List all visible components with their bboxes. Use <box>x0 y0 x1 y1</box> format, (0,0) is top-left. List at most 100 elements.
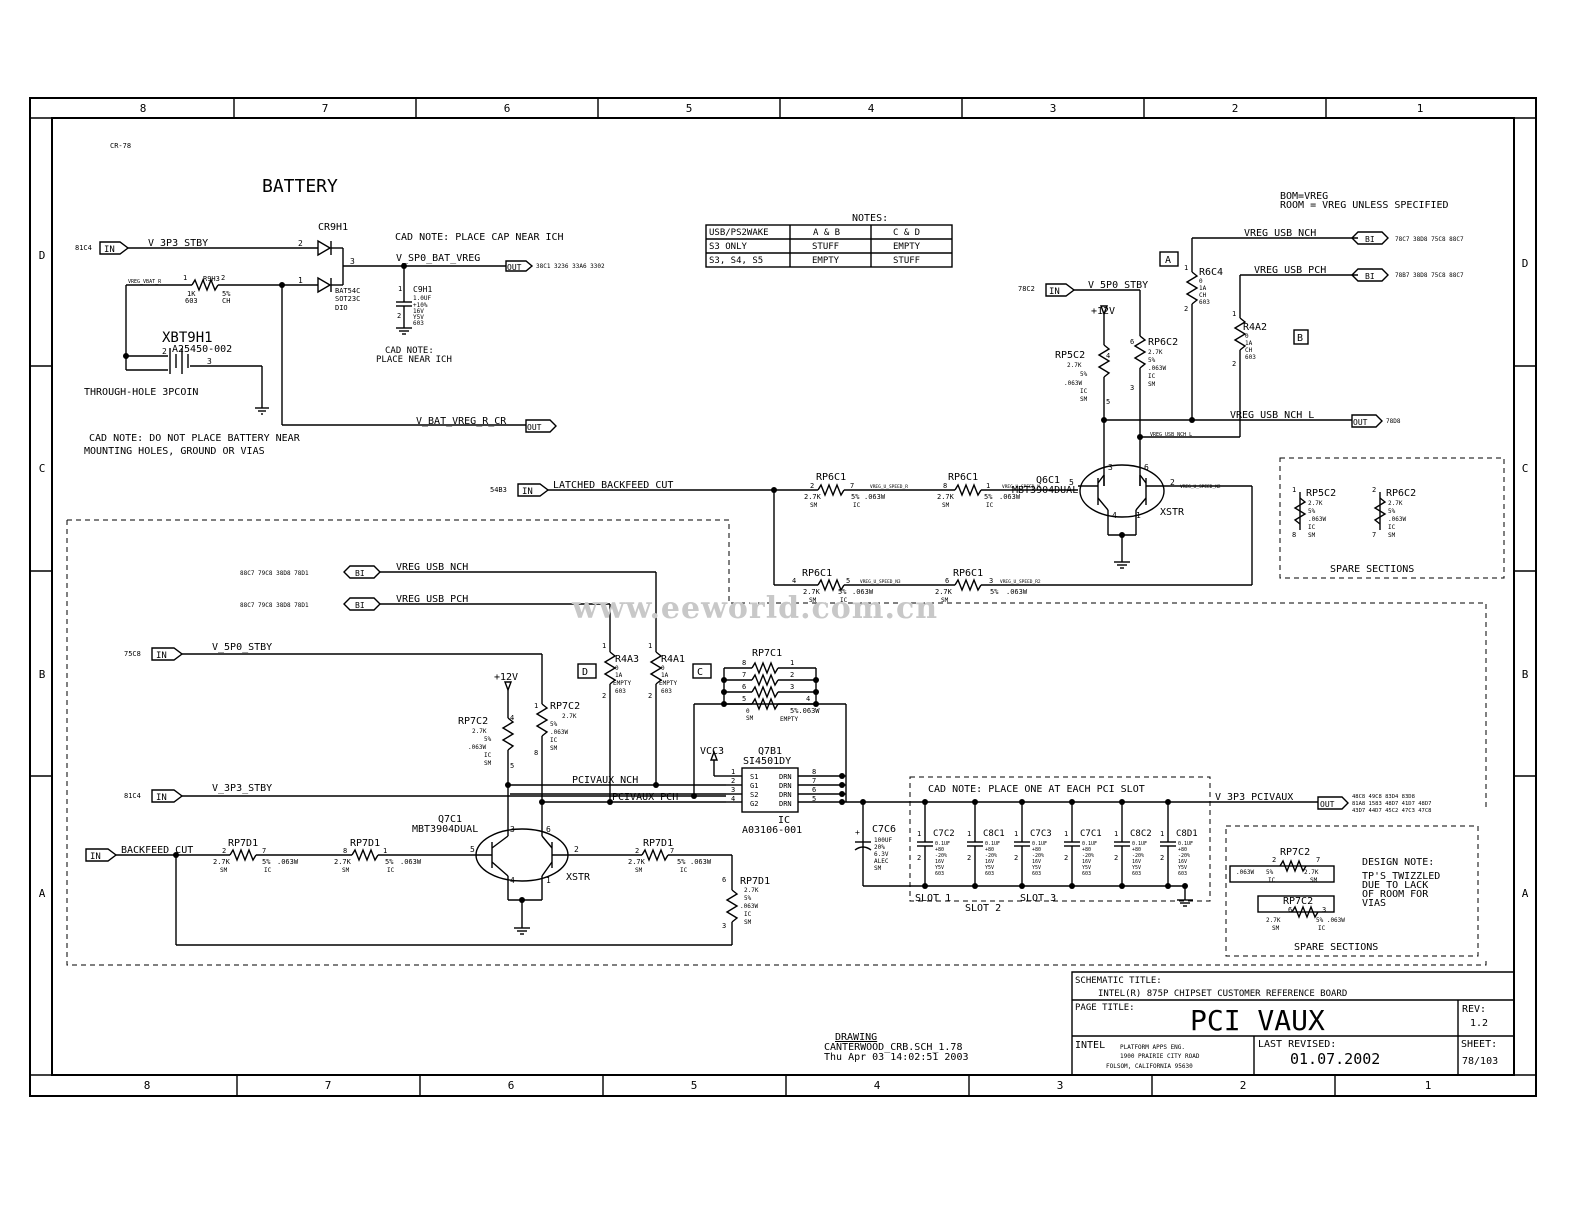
part-value: 1K <box>187 290 196 298</box>
port-bi-label: BI <box>1365 272 1375 281</box>
part-value: 603 <box>1199 299 1210 306</box>
rp6c1-ref: RP6C1 <box>948 472 978 483</box>
battery-icon <box>169 348 189 374</box>
port-out-label: OUT <box>1320 800 1335 809</box>
port-ref: 78D8 <box>1386 418 1401 425</box>
svg-text:2: 2 <box>1232 360 1236 368</box>
svg-text:4: 4 <box>1112 511 1117 520</box>
part-value: CH <box>222 297 230 305</box>
net-label: VREG_USB_NCH <box>1244 228 1316 239</box>
zone-bottom-3: 3 <box>1057 1079 1064 1092</box>
rp6c2-ref: RP6C2 <box>1148 337 1178 348</box>
watermark: www.eeworld.com.cn <box>571 591 938 626</box>
pin-label: DRN <box>779 791 792 799</box>
part-value: 20% <box>874 844 885 851</box>
svg-text:2: 2 <box>1160 854 1164 862</box>
part-value: SM <box>1388 532 1396 539</box>
part-value: SM <box>810 502 818 509</box>
net-label: V_3P3_PCIVAUX <box>1215 792 1293 803</box>
part-value: SM <box>220 867 228 874</box>
q7b1-ic <box>741 767 799 813</box>
port-in-label: IN <box>156 793 167 803</box>
svg-text:5%: 5% <box>550 721 558 728</box>
part-value: SM <box>941 597 949 604</box>
net-label: PCIVAUX_NCH <box>572 775 638 786</box>
spare-box-lower <box>1225 825 1479 957</box>
svg-text:8: 8 <box>534 749 538 757</box>
part-desc: THROUGH-HOLE 3PCOIN <box>84 387 198 398</box>
part-value: IC <box>986 502 994 509</box>
port-ref: 43D7 44D7 45C2 47C3 47C8 <box>1352 808 1431 814</box>
page-ref: CR-78 <box>110 142 131 150</box>
r4a1-ref: R4A1 <box>661 654 685 665</box>
cad-note-2: CAD NOTE: <box>385 346 434 356</box>
part-number: A03106-001 <box>742 825 802 836</box>
svg-text:4: 4 <box>510 876 515 885</box>
part-value: 0 <box>1245 333 1249 340</box>
net-label: VREG_U_SPEED_N <box>1002 484 1040 490</box>
part-value: IC <box>387 867 395 874</box>
part-value: 5% <box>984 493 993 501</box>
r9h3-ref: R9H3 <box>203 275 220 283</box>
company: INTEL <box>1075 1040 1105 1051</box>
svg-text:1: 1 <box>534 702 538 710</box>
zone-top-2: 2 <box>1232 102 1239 115</box>
part-value: 16V <box>1178 859 1187 865</box>
resistor-icon <box>649 651 663 685</box>
zone-left-d: D <box>39 249 46 262</box>
rp6c1-ref: RP6C1 <box>953 568 983 579</box>
part-value: Y5V <box>413 314 424 321</box>
part-value: .063W <box>740 903 758 910</box>
svg-text:5% .063W: 5% .063W <box>1316 917 1345 924</box>
part-value: EMPTY <box>659 680 677 687</box>
net-label: VREG_VBAT_R <box>128 279 162 285</box>
notes-cell: EMPTY <box>812 256 840 266</box>
svg-text:2: 2 <box>1372 486 1376 494</box>
net-label: VREG_USB_NCH <box>396 562 468 573</box>
part-value: 0 <box>661 665 665 672</box>
cap-ref: C7C2 <box>933 829 955 839</box>
zone-top-4: 4 <box>868 102 875 115</box>
sheet-value: 78/103 <box>1462 1056 1498 1067</box>
part-value: .063W <box>1064 380 1082 387</box>
net-label: VREG_USB_NCH_L <box>1150 432 1192 438</box>
part-value: 16V <box>1082 859 1091 865</box>
resistor-icon <box>751 673 779 687</box>
xstr-label: XSTR <box>1160 507 1185 518</box>
in-port <box>1045 283 1076 297</box>
net-label-vbat-r: V_BAT_VREG_R_CR <box>416 416 507 427</box>
diode-icon <box>317 276 332 294</box>
svg-text:1: 1 <box>790 659 794 667</box>
part-value: 2.7K <box>213 858 231 866</box>
drawing-label: DRAWING <box>835 1032 877 1043</box>
part-value: 603 <box>935 871 944 877</box>
part-value: IC <box>744 911 752 918</box>
rp7d1-ref: RP7D1 <box>228 838 258 849</box>
net-label: VREG_USB_PCH <box>1254 265 1326 276</box>
rev-label: REV: <box>1462 1004 1486 1015</box>
svg-text:5: 5 <box>470 845 475 854</box>
bi-port <box>343 565 381 579</box>
svg-text:3: 3 <box>510 825 515 834</box>
last-revised-label: LAST REVISED: <box>1258 1039 1336 1050</box>
svg-text:3: 3 <box>350 257 355 266</box>
part-value: 100UF <box>874 837 892 844</box>
notes-header-ab: A & B <box>813 228 840 238</box>
q7c1-transistor <box>464 828 580 882</box>
part-value: 5% <box>262 858 271 866</box>
svg-text:1: 1 <box>1184 264 1188 272</box>
svg-text:8: 8 <box>343 847 347 855</box>
part-value: 2.7K <box>937 493 955 501</box>
q7c1-ref: Q7C1 <box>438 814 462 825</box>
svg-text:3: 3 <box>989 577 993 585</box>
svg-text:1: 1 <box>398 285 402 293</box>
part-value: +80 <box>985 847 994 853</box>
part-value: 5%.063W <box>790 707 820 715</box>
part-value: 5% <box>851 493 860 501</box>
svg-text:5: 5 <box>742 695 746 703</box>
svg-text:6: 6 <box>1288 906 1292 914</box>
part-value: -20% <box>985 853 997 859</box>
resistor-icon <box>751 685 779 699</box>
zone-bottom-1: 1 <box>1425 1079 1432 1092</box>
